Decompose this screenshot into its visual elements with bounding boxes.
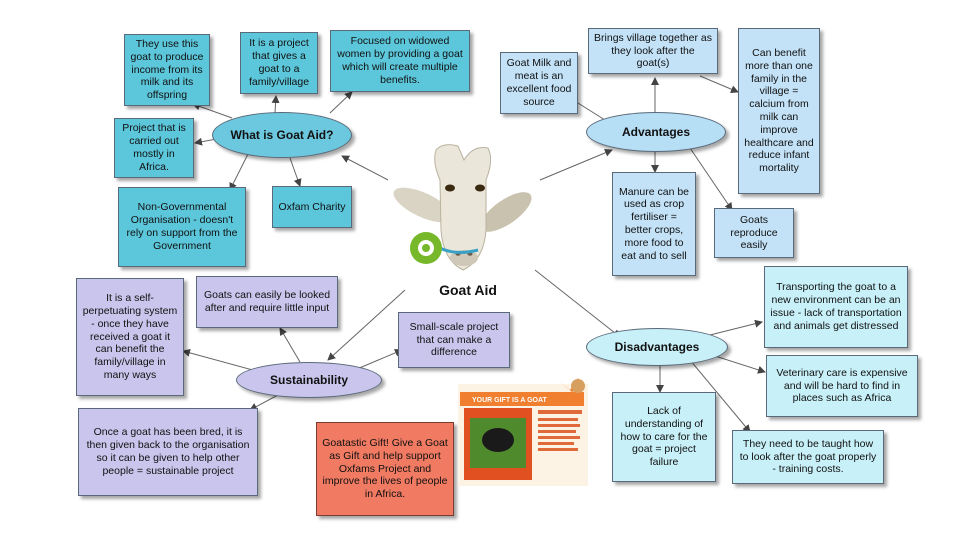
goats-reproduce-node: Goats reproduce easily — [714, 208, 794, 258]
project-text: It is a project that gives a goat to a f… — [248, 37, 310, 88]
calcium-text: Can benefit more than one family in the … — [744, 47, 814, 175]
africa-node: Project that is carried out mostly in Af… — [114, 118, 194, 178]
training-text: They need to be taught how to look after… — [739, 437, 877, 476]
goat-milk-node: Goat Milk and meat is an excellent food … — [500, 52, 578, 114]
self-perpetuating-node: It is a self-perpetuating system - once … — [76, 278, 184, 396]
widowed-women-node: Focused on widowed women by providing a … — [330, 30, 470, 92]
goat-bred-node: Once a goat has been bred, it is then gi… — [78, 408, 258, 496]
manure-text: Manure can be used as crop fertiliser = … — [618, 185, 690, 262]
sustainability-node: Sustainability — [236, 362, 382, 398]
easily-looked-after-node: Goats can easily be looked after and req… — [196, 276, 338, 328]
project-node: It is a project that gives a goat to a f… — [240, 32, 318, 94]
lack-understanding-text: Lack of understanding of how to care for… — [620, 405, 708, 469]
goat-bred-text: Once a goat has been bred, it is then gi… — [86, 426, 250, 477]
oxfam-node: Oxfam Charity — [272, 186, 352, 228]
easily-looked-after-text: Goats can easily be looked after and req… — [203, 289, 331, 314]
center-title: Goat Aid — [439, 282, 497, 298]
ngo-text: Non-Governmental Organisation - doesn't … — [126, 201, 238, 252]
transport-text: Transporting the goat to a new environme… — [770, 281, 902, 332]
gift-card-image: YOUR GIFT IS A GOAT — [458, 378, 588, 486]
brings-village-node: Brings village together as they look aft… — [588, 28, 718, 74]
transport-node: Transporting the goat to a new environme… — [764, 266, 908, 348]
self-perpetuating-text: It is a self-perpetuating system - once … — [82, 292, 178, 381]
disadvantages-node: Disadvantages — [586, 328, 728, 366]
calcium-node: Can benefit more than one family in the … — [738, 28, 820, 194]
disadvantages-label: Disadvantages — [614, 339, 700, 354]
goatastic-gift-note: Goatastic Gift! Give a Goat as Gift and … — [316, 422, 454, 516]
goat-head-image — [393, 144, 532, 271]
what-is-goat-aid-node: What is Goat Aid? — [212, 112, 352, 158]
advantages-node: Advantages — [586, 112, 726, 152]
income-text: They use this goat to produce income fro… — [130, 38, 204, 102]
veterinary-text: Veterinary care is expensive and will be… — [776, 366, 908, 405]
small-scale-text: Small-scale project that can make a diff… — [409, 320, 499, 359]
goat-milk-text: Goat Milk and meat is an excellent food … — [506, 57, 572, 108]
manure-node: Manure can be used as crop fertiliser = … — [612, 172, 696, 276]
advantages-label: Advantages — [621, 124, 691, 139]
veterinary-node: Veterinary care is expensive and will be… — [766, 355, 918, 417]
gift-card-title: YOUR GIFT IS A GOAT — [472, 397, 548, 404]
sustainability-label: Sustainability — [269, 372, 349, 387]
brings-village-text: Brings village together as they look aft… — [594, 31, 712, 70]
income-node: They use this goat to produce income fro… — [124, 34, 210, 106]
goatastic-gift-text: Goatastic Gift! Give a Goat as Gift and … — [322, 437, 448, 501]
goats-reproduce-text: Goats reproduce easily — [730, 213, 778, 252]
training-node: They need to be taught how to look after… — [732, 430, 884, 484]
oxfam-text: Oxfam Charity — [278, 200, 346, 213]
africa-text: Project that is carried out mostly in Af… — [122, 122, 186, 173]
widowed-women-text: Focused on widowed women by providing a … — [337, 35, 463, 86]
what-is-goat-aid-label: What is Goat Aid? — [230, 127, 334, 142]
small-scale-node: Small-scale project that can make a diff… — [398, 312, 510, 368]
ngo-node: Non-Governmental Organisation - doesn't … — [118, 187, 246, 267]
lack-understanding-node: Lack of understanding of how to care for… — [612, 392, 716, 482]
